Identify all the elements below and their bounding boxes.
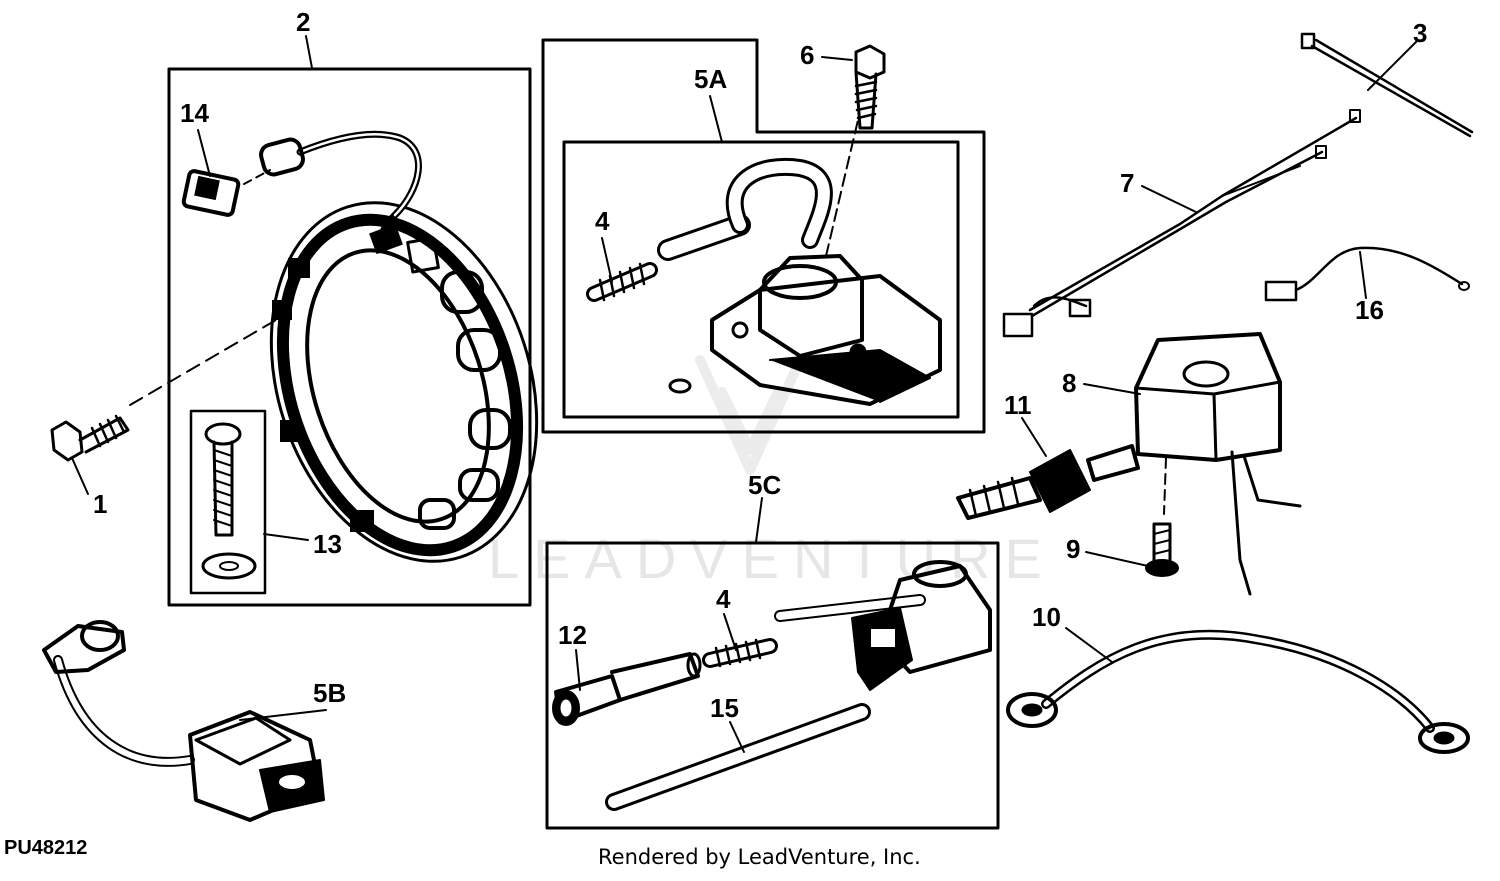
ground-lead-part	[1264, 246, 1470, 302]
figure-id: PU48212	[4, 837, 87, 859]
callout-10: 10	[1032, 602, 1061, 632]
stator-bolt-part	[50, 319, 277, 462]
callout-4-bottom: 4	[716, 584, 731, 614]
callout-5c: 5C	[748, 470, 781, 500]
armature-5a-part	[657, 119, 942, 406]
callout-1: 1	[93, 489, 107, 519]
spark-plug-part	[956, 444, 1140, 520]
armature-5a-group-box	[541, 38, 986, 434]
callout-4-top: 4	[595, 206, 610, 236]
callout-13: 13	[313, 529, 342, 559]
spring-part-5a	[586, 262, 658, 302]
boot-part	[552, 652, 702, 726]
tube-part	[605, 703, 871, 811]
callout-8: 8	[1062, 368, 1076, 398]
connector-part	[181, 169, 271, 217]
callout-5b: 5B	[313, 678, 346, 708]
ignition-module-part	[1134, 332, 1302, 596]
cable-tie-part	[1300, 32, 1474, 138]
callout-14: 14	[180, 98, 209, 128]
callout-11: 11	[1004, 390, 1032, 420]
callout-16: 16	[1355, 295, 1384, 325]
armature-bolt-part	[854, 44, 886, 130]
armature-5c-part	[774, 560, 992, 691]
stator-part	[259, 130, 539, 563]
screw-washer-box	[189, 409, 267, 595]
spring-part-5c	[702, 638, 778, 668]
armature-5b-part	[42, 620, 325, 822]
callout-3: 3	[1413, 18, 1427, 48]
armature-5a-inner-box	[562, 140, 960, 419]
wiring-harness-part	[1002, 109, 1361, 338]
callout-9: 9	[1066, 534, 1080, 564]
armature-5c-group-box	[545, 541, 1000, 830]
module-screw-part	[1145, 522, 1179, 577]
callout-12: 12	[558, 620, 587, 650]
footer-credit: Rendered by LeadVenture, Inc.	[598, 845, 921, 869]
screw-washer-part	[201, 422, 257, 580]
stator-group-box	[167, 67, 532, 607]
leader-lines	[71, 35, 1417, 753]
callout-7: 7	[1120, 168, 1134, 198]
ground-cable-part	[1006, 629, 1470, 754]
watermark: LEADVENTURE	[488, 355, 1056, 590]
callout-2: 2	[296, 7, 310, 37]
callout-15: 15	[710, 693, 739, 723]
callout-labels: 2 14 1 13 5A 4 6 3 7 16 8 11 9 10 5C 4 1…	[93, 7, 1427, 723]
watermark-text: LEADVENTURE	[488, 527, 1056, 590]
callout-5a: 5A	[694, 64, 727, 94]
callout-6: 6	[800, 40, 814, 70]
